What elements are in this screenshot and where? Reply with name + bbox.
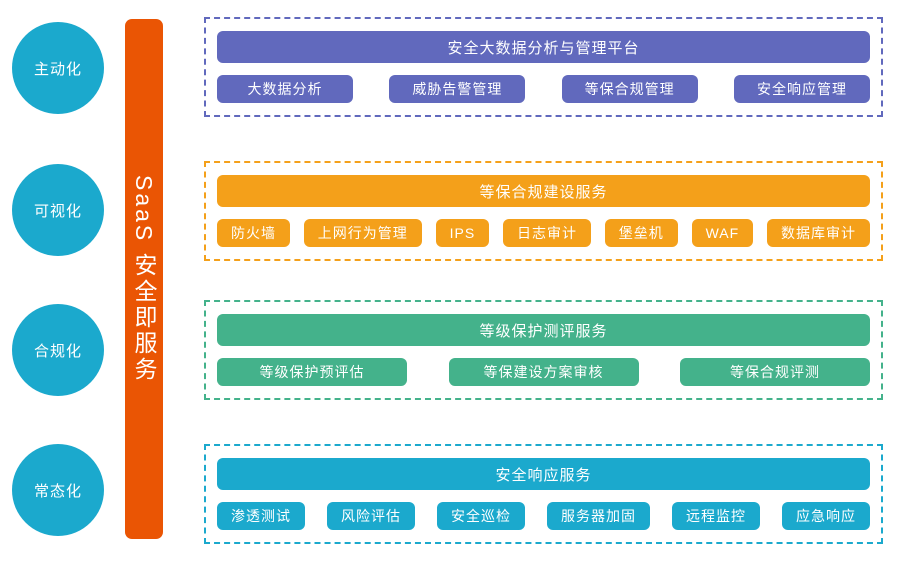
chip-risk-assessment[interactable]: 风险评估 <box>327 502 415 530</box>
panel-big-data-platform: 安全大数据分析与管理平台 大数据分析 威胁告警管理 等保合规管理 安全响应管理 <box>204 17 883 117</box>
chip-log-audit[interactable]: 日志审计 <box>502 219 591 247</box>
chip-internet-behavior[interactable]: 上网行为管理 <box>303 219 422 247</box>
saas-spine-bar: SaaS 安全即服务 <box>125 19 163 539</box>
chip-security-inspection[interactable]: 安全巡检 <box>437 502 525 530</box>
chip-remote-monitoring[interactable]: 远程监控 <box>672 502 760 530</box>
chip-row-grading-evaluation-service: 等级保护预评估 等保建设方案审核 等保合规评测 <box>217 358 870 386</box>
chip-security-response-mgmt[interactable]: 安全响应管理 <box>733 75 870 103</box>
panel-grading-evaluation-service: 等级保护测评服务 等级保护预评估 等保建设方案审核 等保合规评测 <box>204 300 883 400</box>
chip-row-big-data-platform: 大数据分析 威胁告警管理 等保合规管理 安全响应管理 <box>217 75 870 103</box>
maturity-circle-label: 可视化 <box>33 202 82 220</box>
chip-firewall[interactable]: 防火墙 <box>217 219 290 247</box>
chip-row-security-response-service: 渗透测试 风险评估 安全巡检 服务器加固 远程监控 应急响应 <box>217 502 870 530</box>
chip-grading-pre-assessment[interactable]: 等级保护预评估 <box>217 358 407 386</box>
chip-waf[interactable]: WAF <box>691 219 754 247</box>
chip-emergency-response[interactable]: 应急响应 <box>782 502 870 530</box>
maturity-circle-compliant[interactable]: 合规化 <box>12 304 104 396</box>
maturity-circle-normalized[interactable]: 常态化 <box>12 444 104 536</box>
chip-penetration-test[interactable]: 渗透测试 <box>217 502 305 530</box>
chip-threat-alert-management[interactable]: 威胁告警管理 <box>389 75 526 103</box>
chip-server-hardening[interactable]: 服务器加固 <box>547 502 650 530</box>
panel-header-grading-evaluation-service[interactable]: 等级保护测评服务 <box>217 314 870 346</box>
chip-database-audit[interactable]: 数据库审计 <box>766 219 870 247</box>
panel-header-compliance-build-service[interactable]: 等保合规建设服务 <box>217 175 870 207</box>
chip-row-compliance-build-service: 防火墙 上网行为管理 IPS 日志审计 堡垒机 WAF 数据库审计 <box>217 219 870 247</box>
panel-compliance-build-service: 等保合规建设服务 防火墙 上网行为管理 IPS 日志审计 堡垒机 WAF 数据库… <box>204 161 883 261</box>
maturity-circle-label: 主动化 <box>33 60 82 78</box>
chip-build-plan-review[interactable]: 等保建设方案审核 <box>448 358 639 386</box>
chip-bastion-host[interactable]: 堡垒机 <box>604 219 678 247</box>
maturity-circle-visible[interactable]: 可视化 <box>12 164 104 256</box>
chip-compliance-management[interactable]: 等保合规管理 <box>561 75 698 103</box>
chip-ips[interactable]: IPS <box>435 219 490 247</box>
panel-header-security-response-service[interactable]: 安全响应服务 <box>217 458 870 490</box>
panel-security-response-service: 安全响应服务 渗透测试 风险评估 安全巡检 服务器加固 远程监控 应急响应 <box>204 444 883 544</box>
maturity-circle-label: 合规化 <box>33 342 82 360</box>
maturity-circle-proactive[interactable]: 主动化 <box>12 22 104 114</box>
saas-spine-label: SaaS 安全即服务 <box>131 175 157 383</box>
chip-compliance-evaluation[interactable]: 等保合规评测 <box>680 358 870 386</box>
panel-header-big-data-platform[interactable]: 安全大数据分析与管理平台 <box>217 31 870 63</box>
maturity-circle-label: 常态化 <box>33 482 82 500</box>
chip-big-data-analysis[interactable]: 大数据分析 <box>217 75 353 103</box>
